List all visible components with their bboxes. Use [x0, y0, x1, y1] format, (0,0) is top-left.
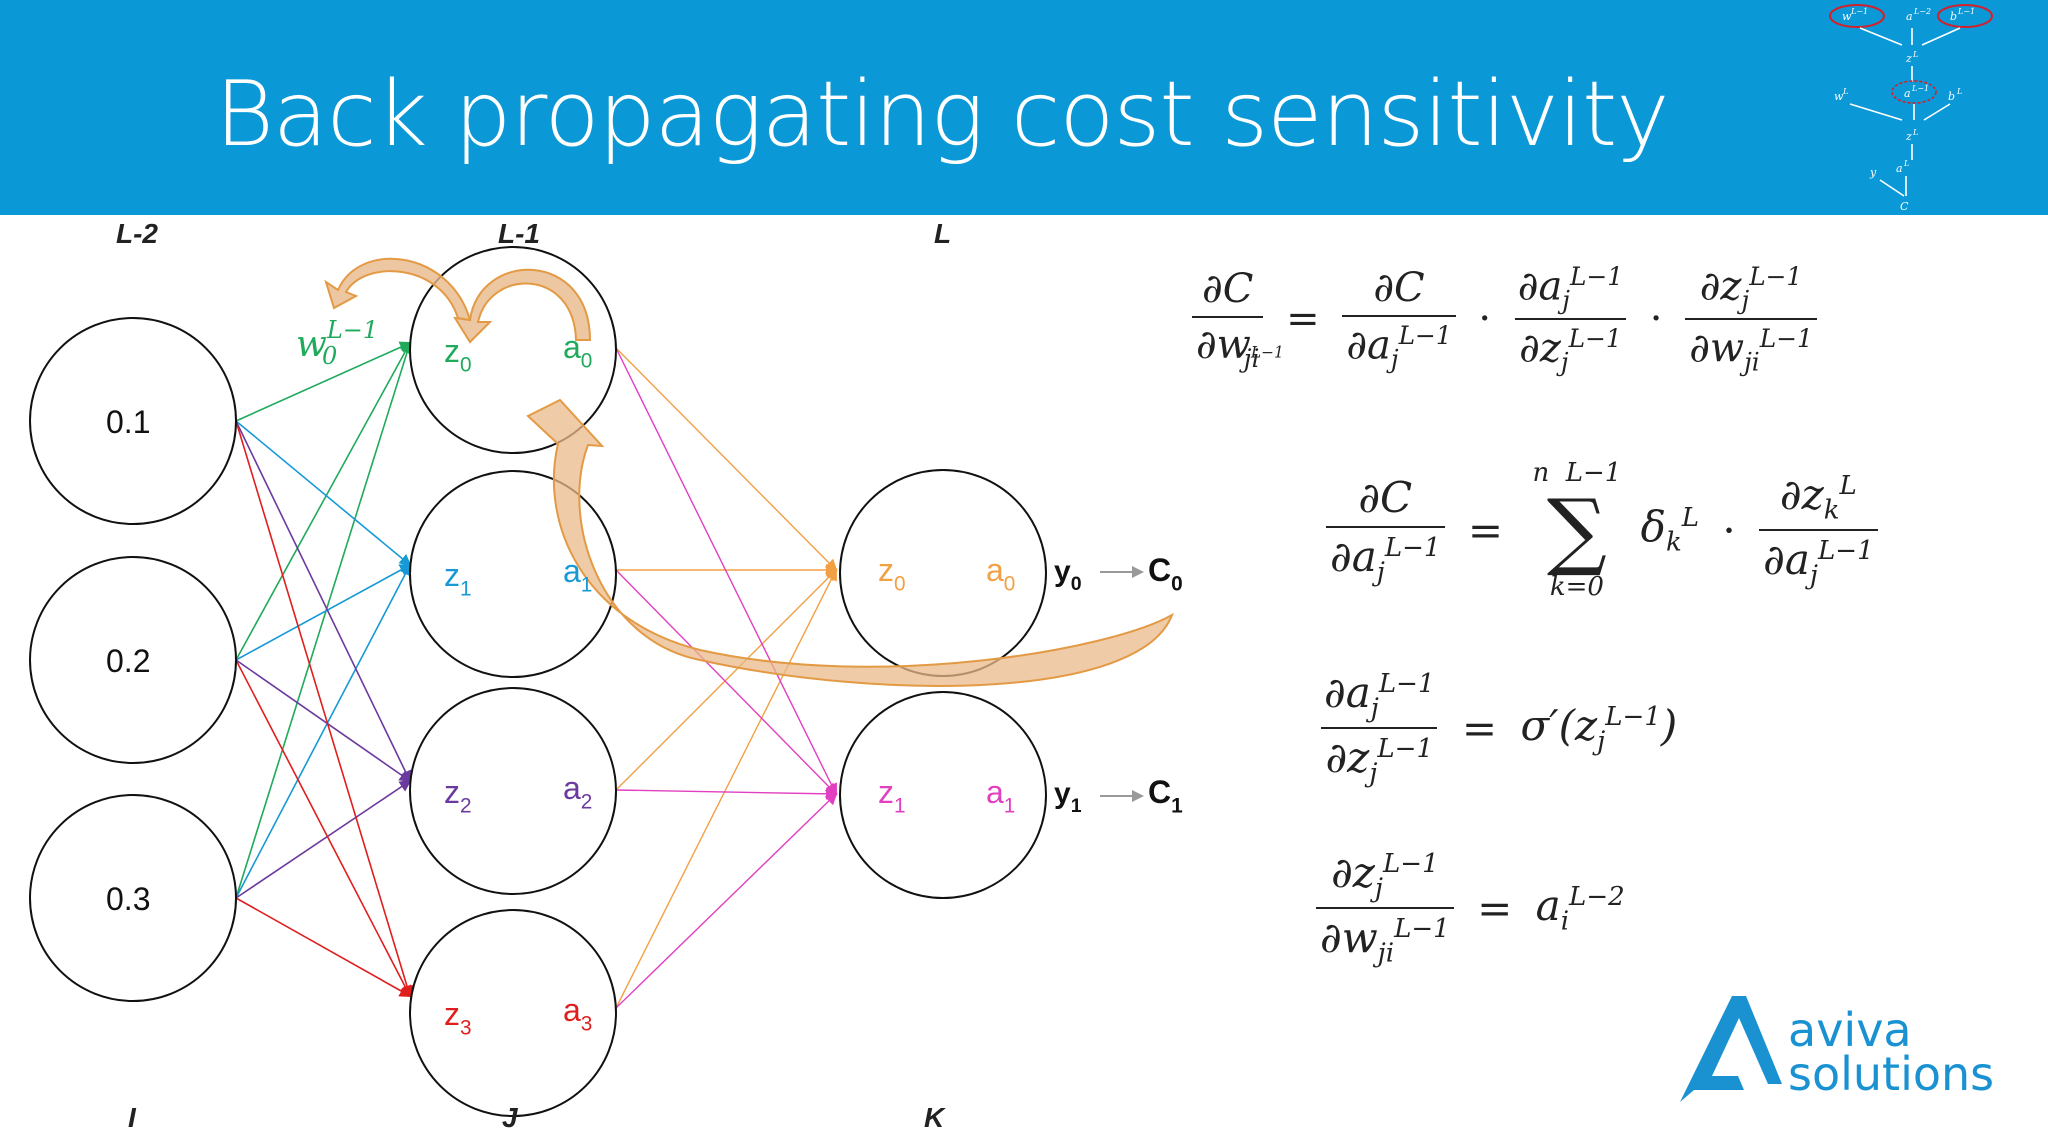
thumb-z1: z [1905, 52, 1912, 65]
svg-text:a: a [1904, 87, 1911, 100]
output-c-1: C1 [1148, 774, 1183, 818]
input-neuron-0 [29, 317, 237, 525]
output-a-1: a1 [986, 774, 1015, 818]
slide-title: Back propagating cost sensitivity [215, 62, 1670, 167]
thumb-y: y [1869, 166, 1877, 179]
edge-a0-o0 [615, 347, 838, 572]
thumb-wl: w [1834, 90, 1844, 103]
hidden-z-3: z3 [444, 996, 472, 1040]
edge-a2-o0 [615, 568, 838, 791]
layer-label-i: I [128, 1102, 136, 1133]
svg-text:L: L [1956, 87, 1962, 96]
backprop-arrow-a0-z0 [453, 268, 592, 344]
input-neuron-2 [29, 794, 237, 1002]
edge-a0-o1 [615, 347, 837, 796]
equation-cost-wrt-activation: ∂C∂ajL−1 = n L−1∑k=0 δkL · ∂zkL∂ajL−1 [1326, 458, 1878, 602]
hidden-z-2: z2 [444, 774, 472, 818]
edge-i0-z1 [235, 420, 412, 567]
output-z-0: z0 [878, 552, 906, 596]
layer-label-k: K [924, 1102, 945, 1133]
layer-label-l: L [934, 218, 952, 249]
svg-text:L−1: L−1 [1911, 84, 1929, 93]
thumb-a: a [1906, 10, 1913, 23]
hidden-z-1: z1 [444, 557, 472, 601]
svg-text:L: L [1842, 87, 1848, 96]
logo-line-1: aviva [1788, 1003, 1912, 1057]
equation-weight-derivative: ∂zjL−1∂wjiL−1 = aiL−2 [1316, 848, 1625, 969]
edge-i1-z2 [235, 659, 412, 783]
layer-label-l-1: L-1 [498, 218, 540, 249]
logo-line-2: solutions [1788, 1047, 1995, 1101]
hidden-neuron-2 [409, 687, 617, 895]
edge-i1-z1 [235, 564, 412, 661]
svg-text:L: L [1912, 50, 1918, 59]
neural-network-diagram: 0.1 0.2 0.3 z0 a0 z1 a1 z2 a2 z3 a3 z0 a0 y0 C0 z1 a1 y1 C… [29, 246, 1183, 1117]
thumb-c: C [1900, 200, 1909, 213]
output-a-0: a0 [986, 552, 1015, 596]
thumb-z2: z [1905, 130, 1912, 143]
thumb-al: a [1896, 162, 1903, 175]
edge-i2-z2 [235, 779, 412, 899]
edge-a3-o0 [615, 568, 837, 1009]
thumb-w: w [1842, 10, 1852, 23]
edge-i2-z1 [235, 563, 411, 899]
edge-a1-o1 [615, 569, 838, 796]
hidden-a-3: a3 [563, 992, 592, 1036]
thumb-b: b [1950, 10, 1957, 23]
input-to-hidden-edges [235, 341, 413, 998]
svg-text:L−2: L−2 [1913, 7, 1931, 16]
output-c-0: C0 [1148, 552, 1183, 596]
thumb-bl: b [1948, 90, 1955, 103]
aviva-logo-text: aviva solutions [1788, 1003, 1995, 1101]
thumb-circle-a [1891, 80, 1937, 104]
edge-i1-z0 [235, 341, 411, 661]
input-neuron-1 [29, 556, 237, 764]
edge-i0-z3 [235, 420, 413, 998]
edge-i0-z0 [235, 341, 412, 422]
svg-text:L: L [1903, 159, 1909, 168]
edge-a2-o1 [615, 787, 838, 800]
output-y-1: y1 [1054, 777, 1082, 817]
svg-text:L−1: L−1 [1957, 7, 1975, 16]
layer-label-j: J [502, 1102, 518, 1133]
output-z-1: z1 [878, 774, 906, 818]
layer-label-l-2: L-2 [116, 218, 158, 249]
aviva-logo-mark [1680, 996, 1782, 1102]
hidden-a-1: a1 [563, 553, 592, 597]
thumb-circle-w [1829, 4, 1885, 28]
backprop-arrow-large [526, 398, 1174, 687]
equation-chain-rule: ∂C∂wL−1ji = ∂C∂ajL−1 · ∂ajL−1∂zjL−1 · ∂z… [1192, 262, 1817, 377]
hidden-a-0: a0 [563, 329, 592, 373]
thumb-circle-b [1937, 4, 1993, 28]
title-banner [0, 0, 2048, 215]
edge-i1-z3 [235, 659, 411, 998]
output-y-0: y0 [1054, 555, 1082, 595]
backprop-arrow-z0-w0 [324, 257, 472, 322]
edge-i0-z2 [235, 420, 412, 783]
hidden-z-0: z0 [444, 333, 472, 377]
output-neuron-1 [839, 691, 1047, 899]
hidden-a-2: a2 [563, 770, 592, 814]
input-value-1: 0.2 [106, 643, 150, 679]
equation-activation-derivative: ∂ajL−1∂zjL−1 = σ′(zjL−1) [1320, 668, 1677, 789]
edge-i2-z0 [235, 341, 413, 899]
hidden-neuron-3 [409, 909, 617, 1117]
svg-text:L−1: L−1 [1850, 7, 1868, 16]
svg-text:L: L [1912, 128, 1918, 137]
hidden-to-output-edges [615, 347, 838, 1009]
input-value-2: 0.3 [106, 881, 150, 917]
edge-i2-z3 [235, 897, 412, 997]
input-value-0: 0.1 [106, 404, 150, 440]
edge-a3-o1 [615, 792, 838, 1009]
